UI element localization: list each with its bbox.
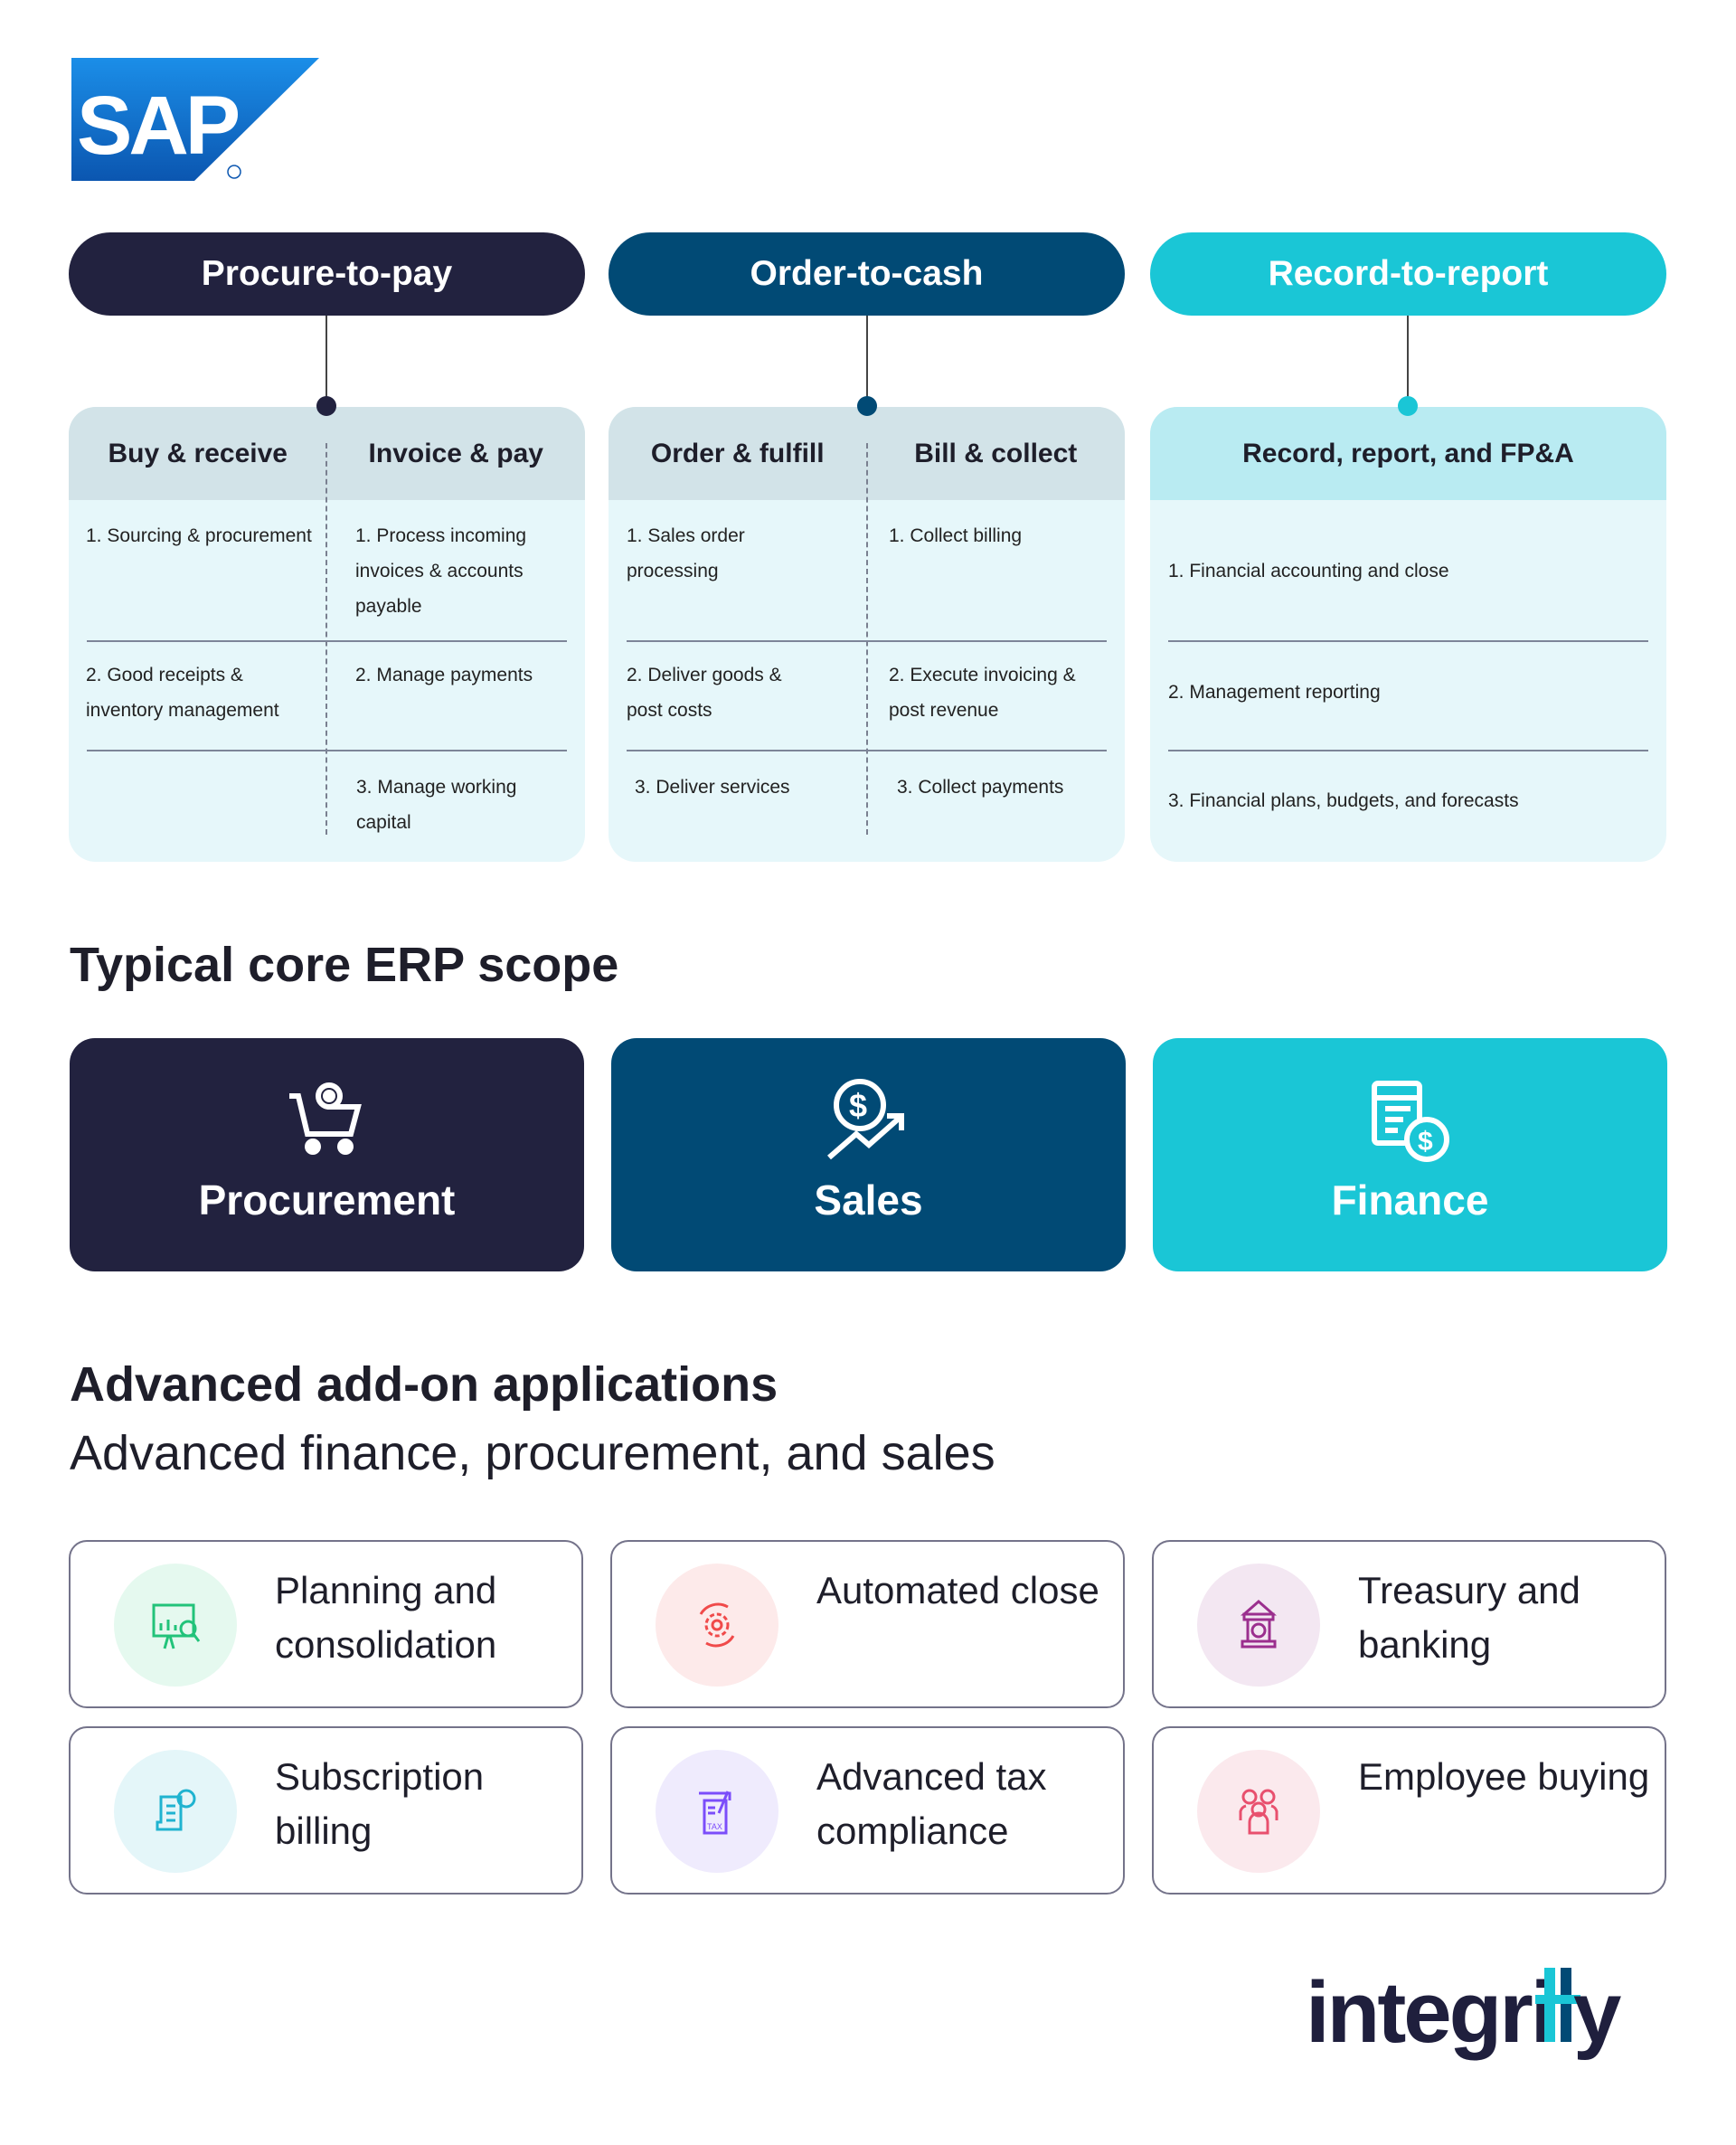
addon-subscription-billing[interactable]: Subscription billing [69, 1726, 583, 1895]
connector [866, 316, 868, 406]
svg-text:TAX: TAX [707, 1822, 722, 1831]
connector-dot [857, 396, 877, 416]
invoice-dollar-icon [156, 1789, 196, 1831]
ledger-moneybag-icon: $ [1371, 1081, 1449, 1162]
connector [1407, 316, 1409, 406]
tax-document-icon: TAX [699, 1791, 731, 1835]
finance-card: $ Finance [1153, 1038, 1667, 1271]
core-scope-heading: Typical core ERP scope [70, 938, 619, 992]
step: 1. Collect billing [889, 525, 1023, 546]
sales-card: $ Sales [611, 1038, 1126, 1271]
addon-employee-buying[interactable]: Employee buying [1152, 1726, 1666, 1895]
step: 1. Financial accounting and close [1168, 561, 1449, 581]
column-header: Invoice & pay [368, 438, 543, 468]
addons-subheading: Advanced finance, procurement, and sales [70, 1426, 995, 1480]
svg-text:integri: integri [1306, 1964, 1552, 2061]
svg-text:$: $ [1418, 1127, 1433, 1157]
sap-logo: SAP [71, 58, 319, 183]
step: 1. Process incoming invoices & accounts … [355, 525, 527, 617]
step: 3. Collect payments [897, 777, 1064, 798]
step: 2. Deliver goods & post costs [627, 665, 782, 721]
people-group-icon [1239, 1789, 1278, 1835]
connector [326, 316, 327, 406]
addons-heading: Advanced add-on applications [70, 1357, 778, 1412]
record-to-report-card: Record, report, and FP&A 1. Financial ac… [1150, 407, 1666, 862]
step: 1. Sourcing & procurement [86, 525, 312, 546]
presentation-chart-icon [152, 1603, 201, 1649]
step: 3. Manage working capital [356, 777, 517, 833]
svg-text:$: $ [849, 1087, 867, 1124]
column-header: Order & fulfill [650, 438, 825, 468]
procure-to-pay-pill: Procure-to-pay [69, 232, 585, 316]
addon-treasury-banking[interactable]: Treasury and banking [1152, 1540, 1666, 1708]
step: 2. Good receipts & inventory management [86, 665, 279, 721]
column-header: Buy & receive [108, 438, 288, 468]
gear-cycle-icon [699, 1602, 735, 1648]
addon-automated-close[interactable]: Automated close [610, 1540, 1125, 1708]
connector-dot [316, 396, 336, 416]
sales-label: Sales [814, 1176, 923, 1224]
procurement-label: Procurement [198, 1176, 456, 1224]
step: 1. Sales order processing [627, 525, 745, 581]
step: 3. Financial plans, budgets, and forecas… [1168, 790, 1519, 811]
finance-label: Finance [1331, 1176, 1489, 1224]
cart-gear-icon [288, 1082, 362, 1155]
procure-to-pay-card: Buy & receive Invoice & pay 1. Sourcing &… [69, 407, 585, 862]
addon-planning-consolidation[interactable]: Planning and consolidation [69, 1540, 583, 1708]
addon-advanced-tax-compliance[interactable]: TAX Advanced tax compliance [610, 1726, 1125, 1895]
step: 2. Execute invoicing & post revenue [889, 665, 1076, 721]
connector-dot [1398, 396, 1418, 416]
procurement-card: Procurement [70, 1038, 584, 1271]
step: 2. Manage payments [355, 665, 533, 685]
step: 3. Deliver services [635, 777, 790, 798]
record-to-report-pill: Record-to-report [1150, 232, 1666, 316]
svg-text:y: y [1573, 1964, 1621, 2061]
svg-text:SAP: SAP [77, 80, 239, 172]
column-header: Record, report, and FP&A [1242, 438, 1574, 468]
bank-icon [1241, 1600, 1277, 1649]
step: 2. Management reporting [1168, 682, 1381, 703]
order-to-cash-card: Order & fulfill Bill & collect 1. Sales o… [609, 407, 1125, 862]
dollar-growth-icon: $ [826, 1079, 904, 1160]
order-to-cash-pill: Order-to-cash [609, 232, 1125, 316]
column-header: Bill & collect [914, 438, 1078, 468]
